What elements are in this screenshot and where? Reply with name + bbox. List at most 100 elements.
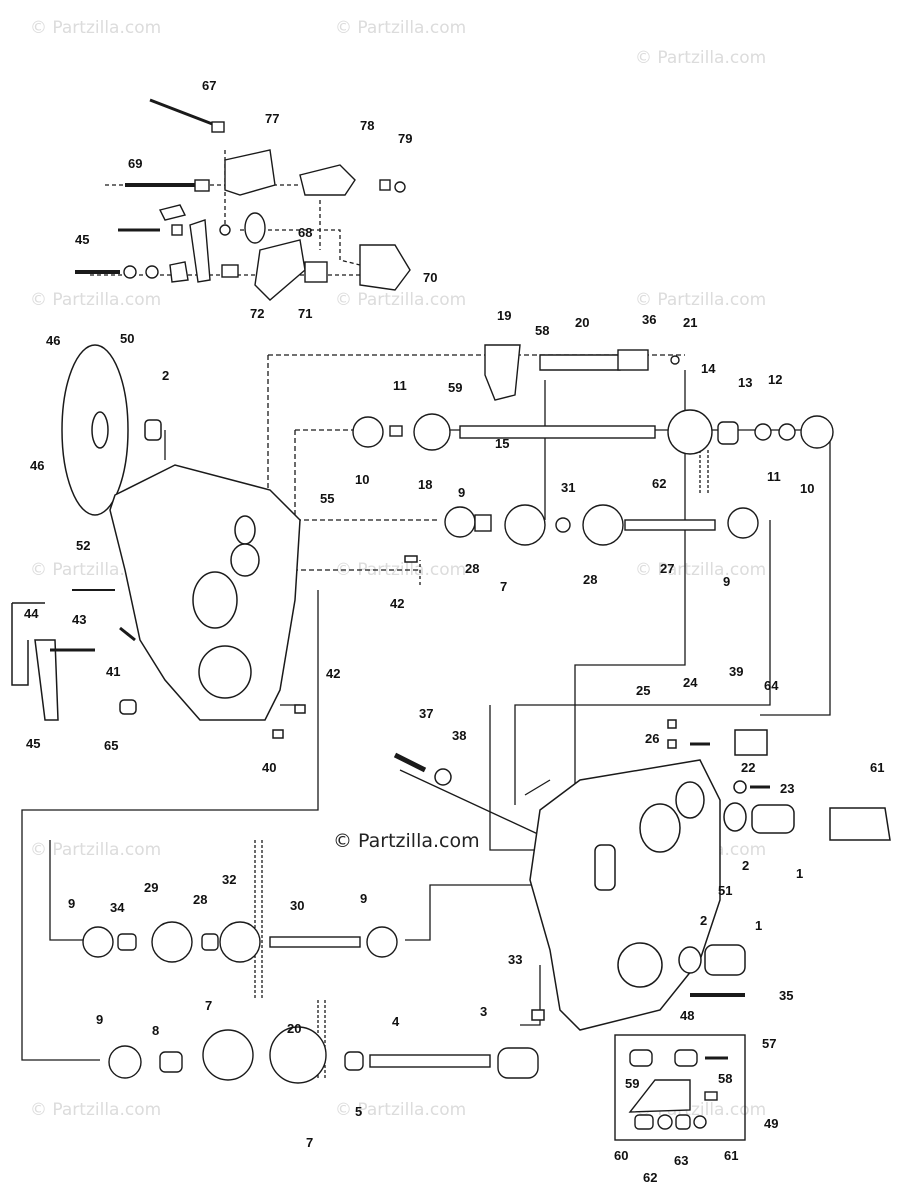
watermark: © Partzilla.com [335,18,467,38]
callout: 57 [762,1036,776,1051]
callout: 25 [636,683,650,698]
callout: 50 [120,331,134,346]
callout: 2 [700,913,707,928]
watermark: © Partzilla.com [335,1100,467,1120]
callout: 2 [742,858,749,873]
callout: 13 [738,375,752,390]
callout: 5 [355,1104,362,1119]
callout: 29 [144,880,158,895]
callout: 44 [24,606,39,621]
upper-shaft-assembly [352,344,834,546]
callout: 79 [398,131,412,146]
callout: 8 [152,1023,159,1038]
callout: 15 [495,436,509,451]
callout: 14 [701,361,716,376]
callout: 49 [764,1116,778,1131]
callout: 9 [360,891,367,906]
callout: 19 [497,308,511,323]
callout: 23 [780,781,794,796]
watermark: © Partzilla.com [30,290,162,310]
callout: 35 [779,988,793,1003]
callout: 26 [645,731,659,746]
callout: 7 [306,1135,313,1150]
callout-labels: 67 77 78 69 79 45 68 70 72 71 46 50 2 46… [24,78,884,1185]
callout: 3 [480,1004,487,1019]
callout: 31 [561,480,575,495]
callout: 1 [796,866,803,881]
routing-lines [21,150,831,1080]
watermark: © Partzilla.com [635,48,767,68]
shift-linkage-assembly [75,98,411,301]
lower-shaft-assembly [82,921,539,1084]
callout: 55 [320,491,334,506]
callout: 58 [718,1071,732,1086]
callout: 67 [202,78,216,93]
callout: 46 [30,458,44,473]
callout: 78 [360,118,374,133]
right-gear-case [393,719,891,1031]
callout: 27 [660,561,674,576]
callout: 48 [680,1008,694,1023]
watermark: © Partzilla.com [30,840,162,860]
callout: 40 [262,760,276,775]
watermark: © Partzilla.com [335,290,467,310]
callout: 45 [26,736,40,751]
callout: 63 [674,1153,688,1168]
callout: 60 [614,1148,628,1163]
callout: 7 [500,579,507,594]
callout: 11 [767,469,781,484]
callout: 10 [355,472,369,487]
callout: 58 [535,323,549,338]
callout: 20 [287,1021,301,1036]
callout: 62 [652,476,666,491]
callout: 45 [75,232,89,247]
callout: 64 [764,678,779,693]
callout: 34 [110,900,125,915]
callout: 10 [800,481,814,496]
callout: 37 [419,706,433,721]
callout: 52 [76,538,90,553]
callout: 28 [193,892,207,907]
callout: 9 [68,896,75,911]
callout: 9 [458,485,465,500]
callout: 24 [683,675,698,690]
detent-inset-box [614,1034,746,1141]
callout: 77 [265,111,279,126]
callout: 1 [755,918,762,933]
callout: 46 [46,333,60,348]
callout: 39 [729,664,743,679]
watermark: © Partzilla.com [635,290,767,310]
callout: 4 [392,1014,400,1029]
callout: 20 [575,315,589,330]
callout: 9 [723,574,730,589]
callout: 71 [298,306,312,321]
callout: 51 [718,883,732,898]
callout: 70 [423,270,437,285]
callout: 65 [104,738,118,753]
callout: 62 [643,1170,657,1185]
callout: 61 [724,1148,738,1163]
callout: 33 [508,952,522,967]
callout: 18 [418,477,432,492]
callout: 7 [205,998,212,1013]
callout: 68 [298,225,312,240]
callout: 21 [683,315,697,330]
callout: 43 [72,612,86,627]
callout: 42 [390,596,404,611]
callout: 69 [128,156,142,171]
callout: 38 [452,728,466,743]
watermark-main: © Partzilla.com [333,830,480,852]
callout: 41 [106,664,120,679]
callout: 9 [96,1012,103,1027]
callout: 12 [768,372,782,387]
callout: 72 [250,306,264,321]
callout: 59 [448,380,462,395]
callout: 11 [393,378,407,393]
watermark: © Partzilla.com [635,560,767,580]
watermark: © Partzilla.com [30,1100,162,1120]
callout: 28 [583,572,597,587]
left-gear-case-cover [11,344,418,739]
callout: 61 [870,760,884,775]
callout: 36 [642,312,656,327]
